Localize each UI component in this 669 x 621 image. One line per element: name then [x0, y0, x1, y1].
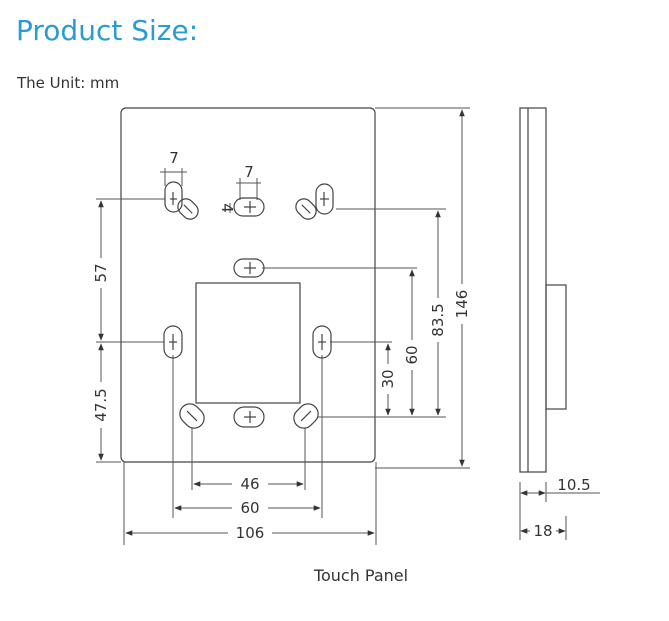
label-vertical-30: 30 [379, 369, 397, 388]
label-vertical-60: 60 [403, 345, 421, 364]
slot-bottom-left [179, 403, 205, 429]
page-title: Product Size: [16, 14, 199, 47]
label-side-hole-spacing: 60 [240, 499, 259, 517]
drawing-caption: Touch Panel [313, 566, 409, 585]
unit-note: The Unit: mm [17, 74, 120, 92]
label-overall-width: 106 [236, 524, 265, 542]
label-slot-width-left: 7 [169, 149, 179, 167]
label-slot-offset: 4 [218, 203, 236, 213]
side-view-back-box [545, 284, 567, 410]
slot-upper-left-diagonal-mark [183, 204, 193, 214]
label-overall-height: 146 [453, 290, 471, 319]
side-view-panel [519, 107, 547, 473]
slot-bottom-center [233, 406, 265, 428]
slot-mid-right [312, 325, 332, 359]
slot-upper-left [164, 181, 183, 213]
slot-upper-right-diagonal-mark [301, 204, 311, 214]
slot-upper-right [315, 183, 334, 215]
center-cutout [195, 282, 301, 404]
front-panel-outline [120, 107, 376, 463]
label-lower-vertical: 47.5 [92, 388, 110, 421]
label-inner-hole-spacing: 46 [240, 475, 259, 493]
slot-mid-left [163, 325, 183, 359]
label-depth-10-5: 10.5 [557, 476, 590, 494]
slot-bottom-right [293, 403, 319, 429]
label-upper-vertical: 57 [92, 263, 110, 282]
slot-bottom-left-mark [186, 410, 198, 422]
label-vertical-83-5: 83.5 [429, 303, 447, 336]
slot-bottom-right-mark [300, 410, 312, 422]
slot-upper-right-diagonal [295, 198, 317, 220]
label-depth-18: 18 [533, 522, 552, 540]
slot-upper-left-diagonal [177, 198, 199, 220]
slot-top-center [233, 258, 265, 278]
label-slot-width-center: 7 [244, 163, 254, 181]
slot-upper-center [233, 197, 265, 217]
